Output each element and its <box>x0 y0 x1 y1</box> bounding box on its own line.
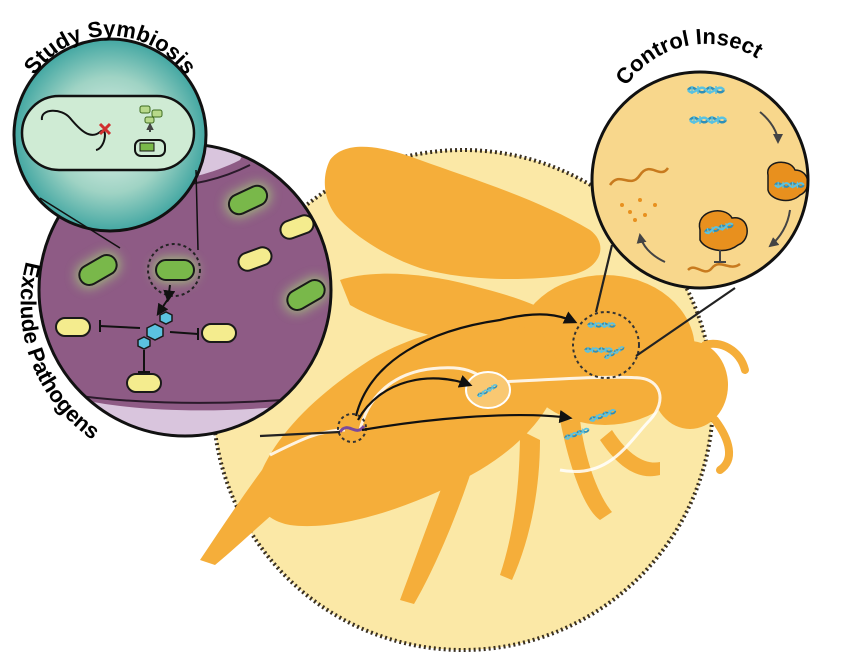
cycle-arrow-icon <box>636 111 791 263</box>
gut-entry-mark <box>338 425 366 433</box>
plasmid-icon <box>134 122 166 157</box>
gut-entry-ring <box>337 413 367 443</box>
thorax-focus-ring <box>572 311 640 379</box>
genome-strand <box>40 109 106 151</box>
bacterium-icon <box>78 184 326 311</box>
pathway-arrows <box>354 311 578 432</box>
degraded-rna <box>608 167 741 273</box>
study-symbiosis-panel <box>12 37 208 303</box>
control-insect-panel <box>590 70 810 290</box>
pathogen-bacteria <box>55 214 315 393</box>
antimicrobial-molecules <box>137 311 173 350</box>
knockout-x <box>98 122 112 136</box>
bee-silhouette <box>200 146 749 604</box>
connector-lines <box>259 244 736 438</box>
